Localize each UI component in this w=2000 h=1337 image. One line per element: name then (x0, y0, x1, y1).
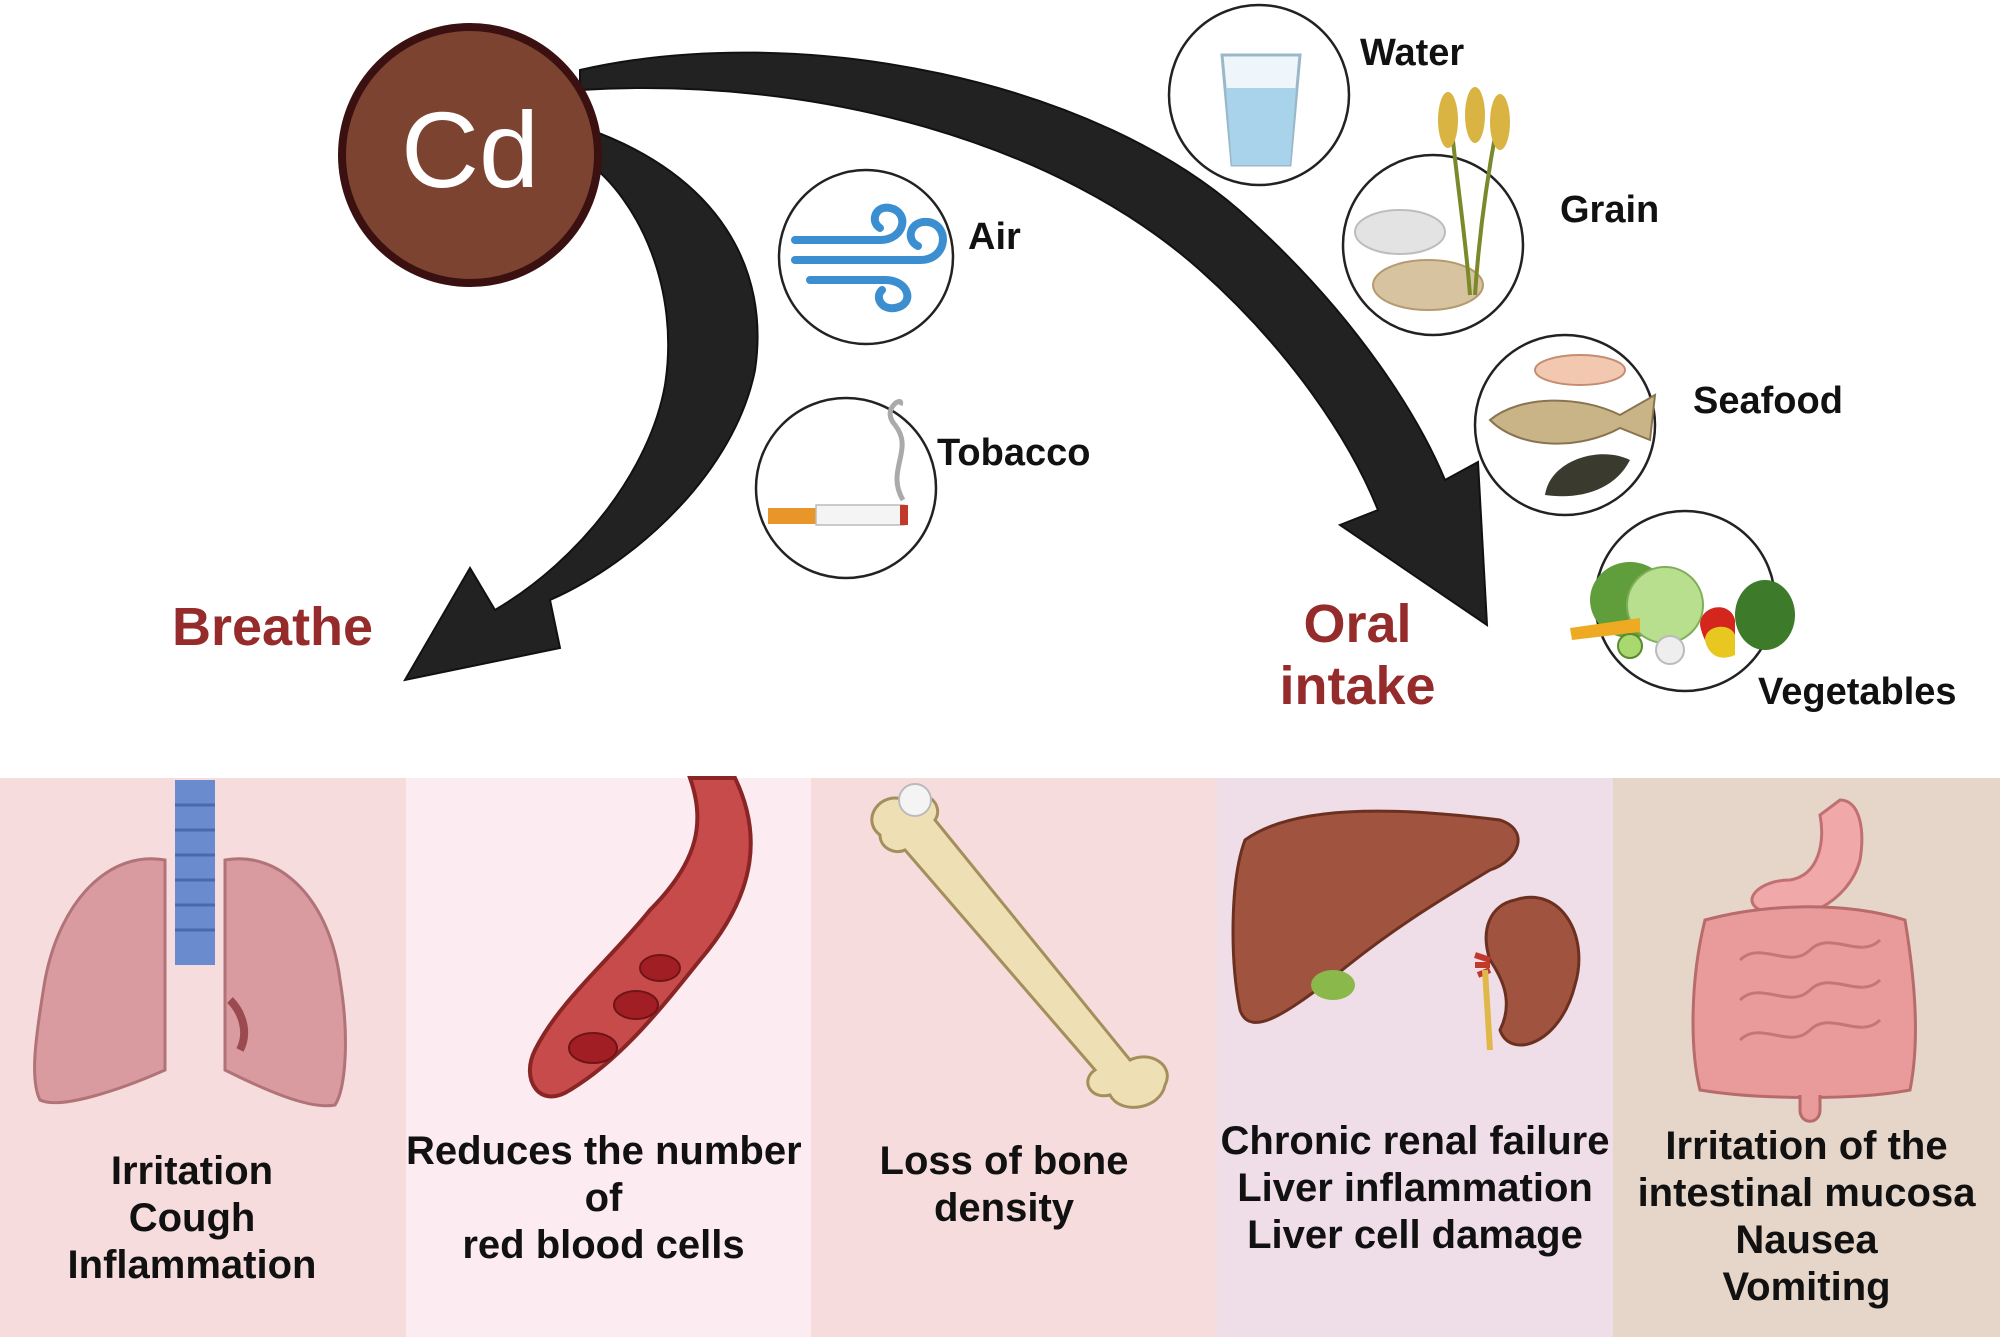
lungs-icon (33, 780, 347, 1108)
effect-line: Irritation (110, 1149, 274, 1193)
wheat-grain-icon (1341, 87, 1525, 337)
liver-kidney-icon (1231, 809, 1581, 1051)
oral-intake-label-line-2: intake (1279, 656, 1436, 716)
fish-shrimp-mussel-icon (1473, 333, 1657, 517)
vegetables-icon (1570, 509, 1795, 693)
glass-of-water-icon (1167, 3, 1351, 187)
oral-intake-label-line-1: Oral (1303, 594, 1412, 654)
effect-line: Liver cell damage (1247, 1213, 1583, 1257)
effect-line: Nausea (1735, 1218, 1878, 1262)
breathe-label: Breathe (172, 597, 374, 657)
effect-text-liver-kidney: Chronic renal failure Liver inflammation… (1217, 1118, 1613, 1259)
effect-line: Irritation of the (1665, 1124, 1948, 1168)
effect-panel-liver-kidney: Chronic renal failure Liver inflammation… (1217, 778, 1613, 1337)
effect-line: Reduces the number (406, 1129, 801, 1173)
effect-line: of (584, 1176, 623, 1220)
effect-panel-bone: Loss of bone density (811, 778, 1197, 1337)
oral-intake-label: Oral intake (1270, 593, 1445, 717)
effect-line: Inflammation (67, 1243, 317, 1287)
effect-line: red blood cells (462, 1223, 745, 1267)
effect-text-blood: Reduces the number of red blood cells (406, 1128, 801, 1269)
cigarette-icon (754, 396, 938, 580)
effect-line: Liver inflammation (1237, 1166, 1593, 1210)
effect-text-digestive: Irritation of the intestinal mucosa Naus… (1613, 1123, 2000, 1311)
cadmium-element: Cd (338, 23, 602, 287)
breathe-arrow (403, 126, 759, 682)
effect-line: Loss of bone (879, 1139, 1129, 1183)
effect-line: intestinal mucosa (1637, 1171, 1976, 1215)
effect-panel-blood: Reduces the number of red blood cells (406, 778, 801, 1337)
seafood-label: Seafood (1693, 380, 1843, 422)
grain-label: Grain (1560, 189, 1660, 231)
digestive-tract-icon (1691, 798, 1917, 1123)
vegetables-label: Vegetables (1758, 671, 1957, 713)
effect-line: Chronic renal failure (1220, 1119, 1610, 1163)
effect-line: Cough (128, 1196, 256, 1240)
effect-panel-lungs: Irritation Cough Inflammation (0, 778, 384, 1337)
effect-text-bone: Loss of bone density (811, 1138, 1197, 1232)
wind-icon (777, 168, 955, 346)
bone-icon (870, 783, 1169, 1109)
oral-intake-arrow (579, 51, 1489, 627)
air-label: Air (968, 216, 1021, 258)
effect-line: density (933, 1186, 1075, 1230)
effect-panel-digestive: Irritation of the intestinal mucosa Naus… (1613, 778, 2000, 1337)
tobacco-label: Tobacco (937, 432, 1091, 474)
water-label: Water (1360, 32, 1465, 74)
effect-line: Vomiting (1722, 1265, 1891, 1309)
blood-vessel-icon (528, 776, 753, 1099)
effect-text-lungs: Irritation Cough Inflammation (0, 1148, 384, 1289)
element-symbol: Cd (401, 89, 539, 210)
